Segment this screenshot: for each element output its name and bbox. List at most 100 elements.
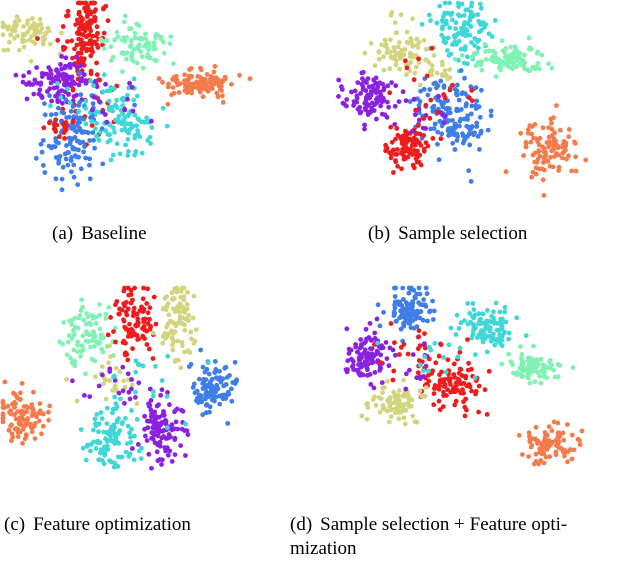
point-orange — [554, 103, 559, 108]
point-red — [111, 329, 116, 334]
point-violet — [129, 386, 134, 392]
point-red — [130, 346, 136, 351]
point-khaki — [372, 63, 378, 68]
point-cyan — [128, 440, 134, 445]
point-violet — [375, 83, 381, 89]
point-orange — [23, 404, 29, 409]
point-orange — [565, 449, 571, 454]
point-violet — [107, 369, 113, 374]
point-red — [144, 301, 150, 306]
point-khaki — [403, 72, 409, 78]
point-cyan — [114, 97, 120, 103]
point-cyan — [89, 119, 94, 124]
point-violet — [358, 91, 363, 96]
point-blue — [398, 313, 404, 319]
point-violet — [374, 348, 380, 354]
point-cyan — [444, 48, 450, 53]
point-cyan — [58, 95, 64, 100]
point-orange — [569, 168, 575, 174]
point-violet — [161, 411, 167, 416]
point-mint — [542, 374, 547, 379]
point-violet — [36, 91, 42, 97]
point-violet — [155, 458, 161, 464]
point-red — [131, 309, 137, 315]
point-orange — [566, 153, 571, 159]
point-orange — [533, 451, 539, 457]
caption-text-d-line2: mization — [290, 538, 357, 559]
point-khaki — [20, 36, 25, 42]
point-mint — [151, 43, 157, 49]
point-blue — [421, 86, 427, 92]
point-blue — [401, 297, 406, 302]
point-cyan — [456, 38, 462, 44]
point-violet — [351, 99, 357, 104]
point-red — [436, 353, 442, 359]
point-mint — [68, 355, 73, 361]
point-khaki — [381, 67, 387, 73]
point-cyan — [421, 368, 426, 374]
point-red — [447, 87, 453, 93]
point-violet — [374, 316, 380, 322]
point-orange — [160, 79, 165, 85]
point-red — [69, 38, 75, 44]
point-mint — [492, 50, 498, 56]
point-khaki — [382, 37, 388, 43]
point-mint — [140, 65, 146, 71]
point-mint — [99, 332, 104, 338]
point-red — [117, 306, 122, 312]
point-red — [429, 45, 435, 51]
point-violet — [116, 390, 122, 396]
point-red — [466, 95, 472, 101]
point-red — [476, 383, 482, 389]
point-orange — [208, 77, 214, 83]
point-red — [35, 36, 40, 41]
point-blue — [200, 412, 206, 418]
point-violet — [169, 459, 175, 464]
point-blue — [90, 101, 96, 106]
point-mint — [154, 32, 160, 37]
point-violet — [60, 100, 65, 106]
point-blue — [451, 130, 457, 136]
point-violet — [159, 387, 165, 393]
point-red — [465, 337, 470, 342]
point-cyan — [120, 111, 126, 117]
point-mint — [108, 44, 114, 50]
point-blue — [55, 105, 61, 111]
point-red — [93, 7, 98, 13]
point-khaki — [27, 37, 32, 43]
point-cyan — [461, 13, 467, 18]
point-cyan — [84, 443, 90, 449]
point-violet — [345, 367, 350, 373]
tsne-plot-baseline — [0, 0, 253, 193]
point-blue — [91, 137, 96, 143]
point-khaki — [405, 40, 411, 46]
point-cyan — [108, 157, 114, 163]
point-mint — [469, 55, 475, 61]
point-red — [418, 142, 424, 148]
point-red — [395, 163, 400, 169]
point-khaki — [429, 63, 435, 68]
point-violet — [356, 357, 362, 363]
point-orange — [539, 444, 545, 449]
point-violet — [58, 62, 63, 67]
point-violet — [379, 380, 385, 385]
point-orange — [19, 415, 25, 421]
point-blue — [53, 176, 59, 182]
point-khaki — [385, 408, 390, 414]
point-violet — [38, 80, 44, 86]
point-cyan — [472, 36, 478, 41]
point-cyan — [465, 7, 471, 12]
point-red — [145, 286, 151, 292]
point-khaki — [170, 296, 175, 302]
point-cyan — [116, 119, 121, 125]
point-blue — [418, 309, 424, 314]
point-cyan — [459, 26, 464, 31]
point-khaki — [169, 328, 175, 334]
point-blue — [53, 111, 59, 117]
point-violet — [167, 448, 173, 454]
point-orange — [566, 126, 572, 132]
point-cyan — [491, 317, 496, 323]
point-khaki — [406, 404, 412, 409]
point-red — [393, 152, 398, 157]
point-cyan — [497, 309, 503, 315]
